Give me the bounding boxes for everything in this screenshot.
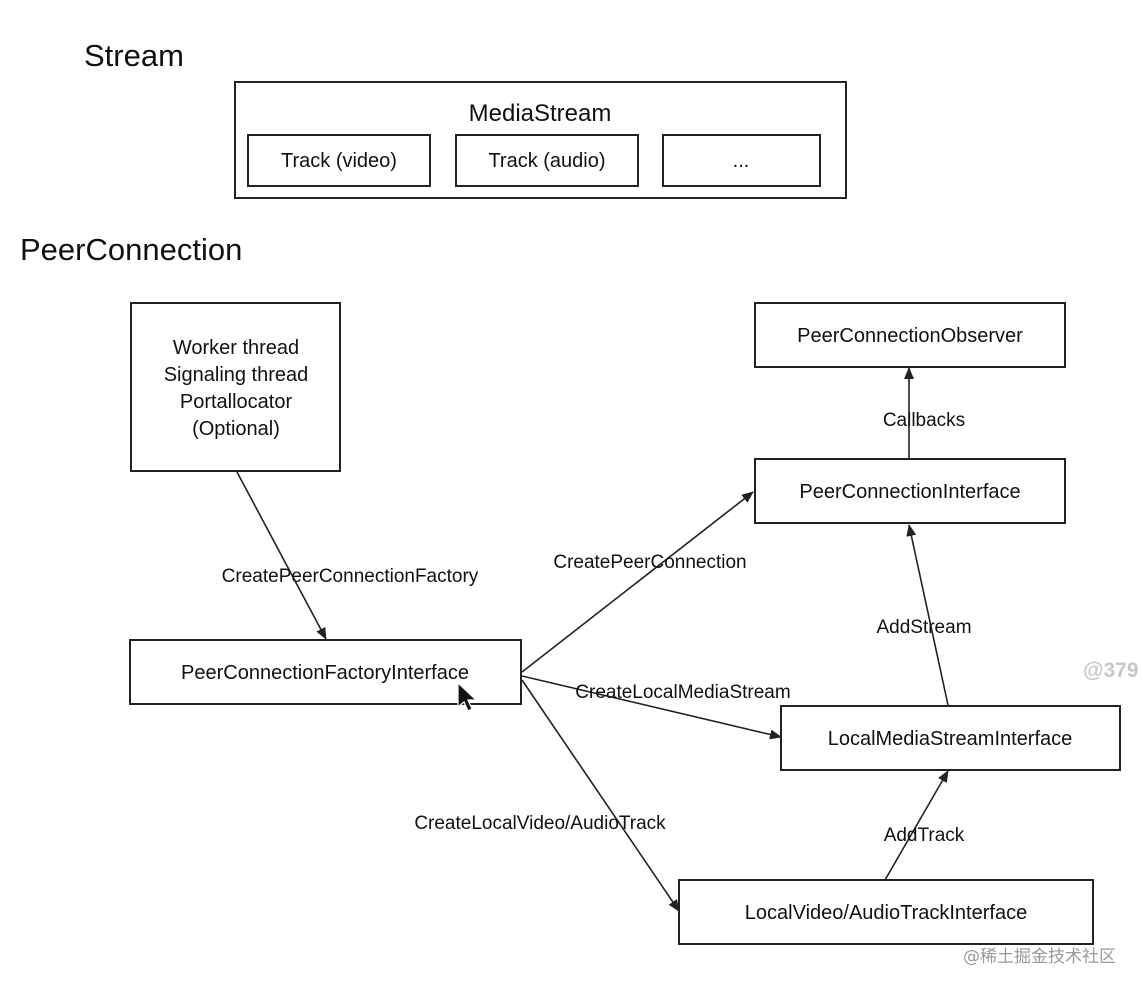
track-more-box — [662, 134, 821, 187]
threads-line-optional: (Optional) — [192, 418, 280, 440]
observer-label: PeerConnectionObserver — [797, 325, 1023, 347]
pc-interface-label: PeerConnectionInterface — [799, 481, 1020, 503]
label-create-local-track: CreateLocalVideo/AudioTrack — [414, 813, 666, 834]
track-video-label: Track (video) — [281, 150, 397, 172]
threads-line-portallocator: Portallocator — [180, 391, 293, 413]
label-add-stream: AddStream — [876, 617, 971, 638]
threads-line-signaling: Signaling thread — [164, 364, 309, 386]
local-track-label: LocalVideo/AudioTrackInterface — [745, 902, 1027, 924]
observer-box — [754, 302, 1066, 368]
edge-create-local-track — [521, 679, 680, 912]
pc-interface-box — [754, 458, 1066, 524]
local-stream-label: LocalMediaStreamInterface — [828, 728, 1073, 750]
peerconnection-heading: PeerConnection — [20, 232, 242, 267]
edge-add-stream — [906, 524, 949, 706]
stream-heading: Stream — [84, 38, 184, 73]
track-more-label: ... — [733, 150, 750, 172]
edge-create-factory — [236, 471, 327, 640]
track-video-box — [247, 134, 431, 187]
factory-label: PeerConnectionFactoryInterface — [181, 662, 469, 684]
mouse-cursor-icon — [457, 681, 478, 712]
mediastream-title: MediaStream — [469, 100, 612, 127]
edge-add-track — [884, 770, 949, 881]
watermark-right: @379 — [1083, 659, 1139, 682]
track-audio-box — [455, 134, 639, 187]
watermark-bottom: @稀土掘金技术社区 — [963, 947, 1116, 967]
label-add-track: AddTrack — [884, 825, 965, 846]
local-stream-box — [780, 705, 1121, 771]
label-callbacks: Callbacks — [883, 410, 965, 431]
factory-box — [129, 639, 522, 705]
edge-create-peerconnection — [521, 491, 754, 673]
label-create-local-stream: CreateLocalMediaStream — [575, 682, 790, 703]
track-audio-label: Track (audio) — [488, 150, 605, 172]
edge-create-local-stream — [521, 675, 782, 740]
local-track-box — [678, 879, 1094, 945]
label-create-peerconnection: CreatePeerConnection — [553, 552, 746, 573]
threads-box — [130, 302, 341, 472]
label-create-factory: CreatePeerConnectionFactory — [222, 566, 479, 587]
threads-line-worker: Worker thread — [173, 337, 299, 359]
